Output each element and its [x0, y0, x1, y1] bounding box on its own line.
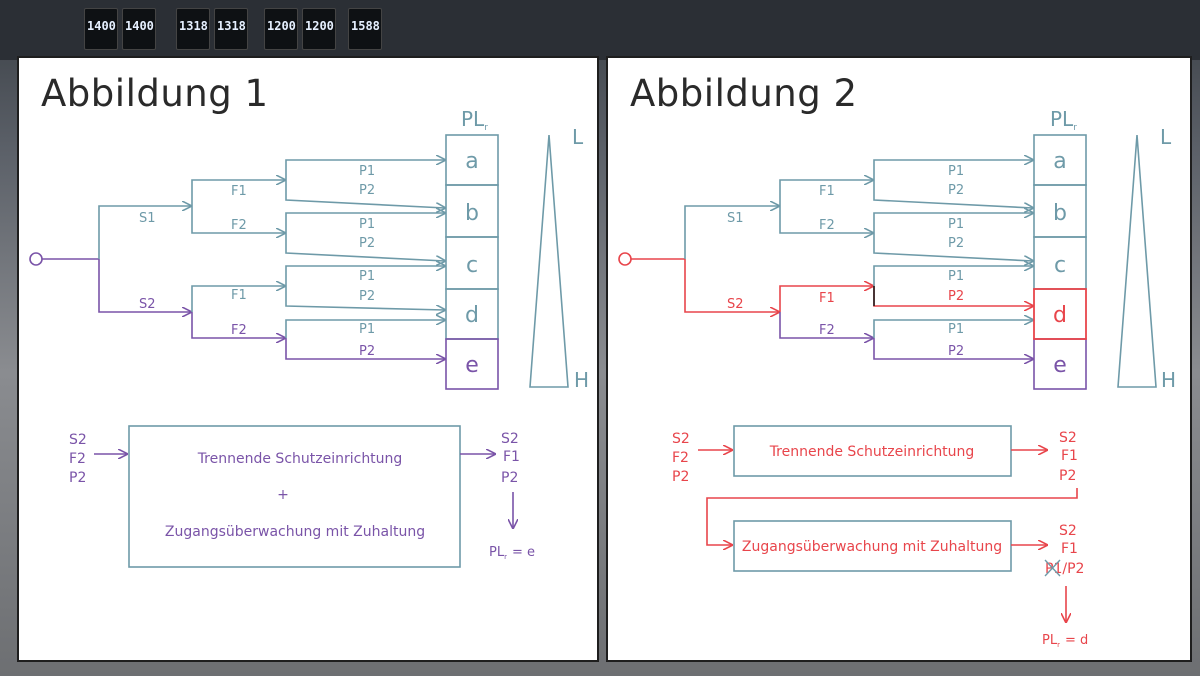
label-p2-row4: P2	[359, 344, 375, 359]
input-s2: S2	[69, 432, 87, 448]
temperature-display: 1400	[84, 8, 118, 50]
figure-2-panel: Abbildung 2 S1 S2 F1 F2 F1 F2	[606, 56, 1192, 662]
interlock-box-label: Zugangsüberwachung mit Zuhaltung	[742, 539, 1002, 555]
label-s1: S1	[727, 211, 744, 226]
level-box-d	[1033, 288, 1087, 340]
output1-f1: F1	[1061, 448, 1078, 464]
label-s1-f2: F2	[231, 218, 247, 233]
label-s2-f1: F1	[231, 288, 247, 303]
level-c: c	[466, 253, 478, 278]
output-s2: S2	[501, 431, 519, 447]
label-p2-row3: P2	[948, 289, 964, 304]
label-p1-row4: P1	[948, 322, 964, 337]
level-c: c	[1054, 253, 1066, 278]
level-d: d	[465, 303, 479, 328]
label-p1-row1: P1	[948, 164, 964, 179]
result-plr: PLr= d	[1042, 633, 1088, 649]
temperature-display: 1200	[264, 8, 298, 50]
output-p2: P2	[501, 470, 518, 486]
interlock-box	[733, 520, 1012, 572]
label-p2-row2: P2	[359, 236, 375, 251]
input-s2: S2	[672, 431, 690, 447]
figure-2-title: Abbildung 2	[630, 72, 858, 115]
output1-p2: P2	[1059, 468, 1076, 484]
scale-low-label: L	[1160, 125, 1172, 149]
level-b: b	[465, 201, 479, 226]
temperature-display: 1318	[176, 8, 210, 50]
start-node	[29, 252, 43, 266]
label-p1-row2: P1	[359, 217, 375, 232]
output2-f1: F1	[1061, 541, 1078, 557]
label-p1-row4: P1	[359, 322, 375, 337]
scale-high-label: H	[574, 368, 589, 392]
guard-box	[733, 425, 1012, 477]
label-p1-row3: P1	[359, 269, 375, 284]
label-s1-f2: F2	[819, 218, 835, 233]
label-p1-row2: P1	[948, 217, 964, 232]
level-box-e	[445, 338, 499, 390]
label-s2-f2: F2	[819, 323, 835, 338]
box-line-2: Zugangsüberwachung mit Zuhaltung	[165, 524, 425, 540]
plr-header: PLr	[461, 107, 488, 133]
figure-2-risk-graph: S1 S2 F1 F2 F1 F2 P1 P2 P1 P2 P1 P2 P1 P…	[618, 107, 1176, 649]
output1-s2: S2	[1059, 430, 1077, 446]
risk-scale-triangle	[1117, 134, 1157, 388]
combined-safety-box	[128, 425, 461, 568]
label-p2-row1: P2	[359, 183, 375, 198]
start-node	[618, 252, 632, 266]
level-b: b	[1053, 201, 1067, 226]
output-f1: F1	[503, 449, 520, 465]
level-d: d	[1053, 303, 1067, 328]
figure-1-risk-graph: S1 S2 F1 F2 F1 F2 P1 P2 P1 P2 P1 P2 P1 P…	[29, 107, 589, 568]
label-p2-row1: P2	[948, 183, 964, 198]
box-line-plus: +	[277, 487, 289, 503]
temperature-display: 1318	[214, 8, 248, 50]
level-e: e	[1053, 353, 1067, 378]
input-f2: F2	[69, 451, 86, 467]
label-s1-f1: F1	[231, 184, 247, 199]
level-a: a	[1053, 149, 1066, 174]
temperature-display: 1400	[122, 8, 156, 50]
label-s1-f1: F1	[819, 184, 835, 199]
scale-low-label: L	[572, 125, 584, 149]
label-p2-row2: P2	[948, 236, 964, 251]
figure-1-title: Abbildung 1	[41, 72, 269, 115]
box-line-1: Trennende Schutzeinrichtung	[197, 451, 403, 467]
output2-s2: S2	[1059, 523, 1077, 539]
label-s1: S1	[139, 211, 156, 226]
label-p1-row3: P1	[948, 269, 964, 284]
input-p2: P2	[69, 470, 86, 486]
input-f2: F2	[672, 450, 689, 466]
level-e: e	[465, 353, 479, 378]
level-a: a	[465, 149, 478, 174]
label-p1-row1: P1	[359, 164, 375, 179]
temperature-display: 1588	[348, 8, 382, 50]
label-s2-f1: F1	[819, 291, 835, 306]
label-s2-f2: F2	[231, 323, 247, 338]
label-p2-row4: P2	[948, 344, 964, 359]
label-s2: S2	[727, 297, 744, 312]
risk-scale-triangle	[529, 134, 569, 388]
result-plr: PLr= e	[489, 545, 535, 561]
label-p2-row3: P2	[359, 289, 375, 304]
input-p2: P2	[672, 469, 689, 485]
temperature-display: 1200	[302, 8, 336, 50]
label-s2: S2	[139, 297, 156, 312]
figure-1-panel: Abbildung 1 S1 S2 F1 F2 F1 F2 P1	[17, 56, 599, 662]
plr-header: PLr	[1050, 107, 1077, 133]
scale-high-label: H	[1161, 368, 1176, 392]
guard-box-label: Trennende Schutzeinrichtung	[769, 444, 975, 460]
